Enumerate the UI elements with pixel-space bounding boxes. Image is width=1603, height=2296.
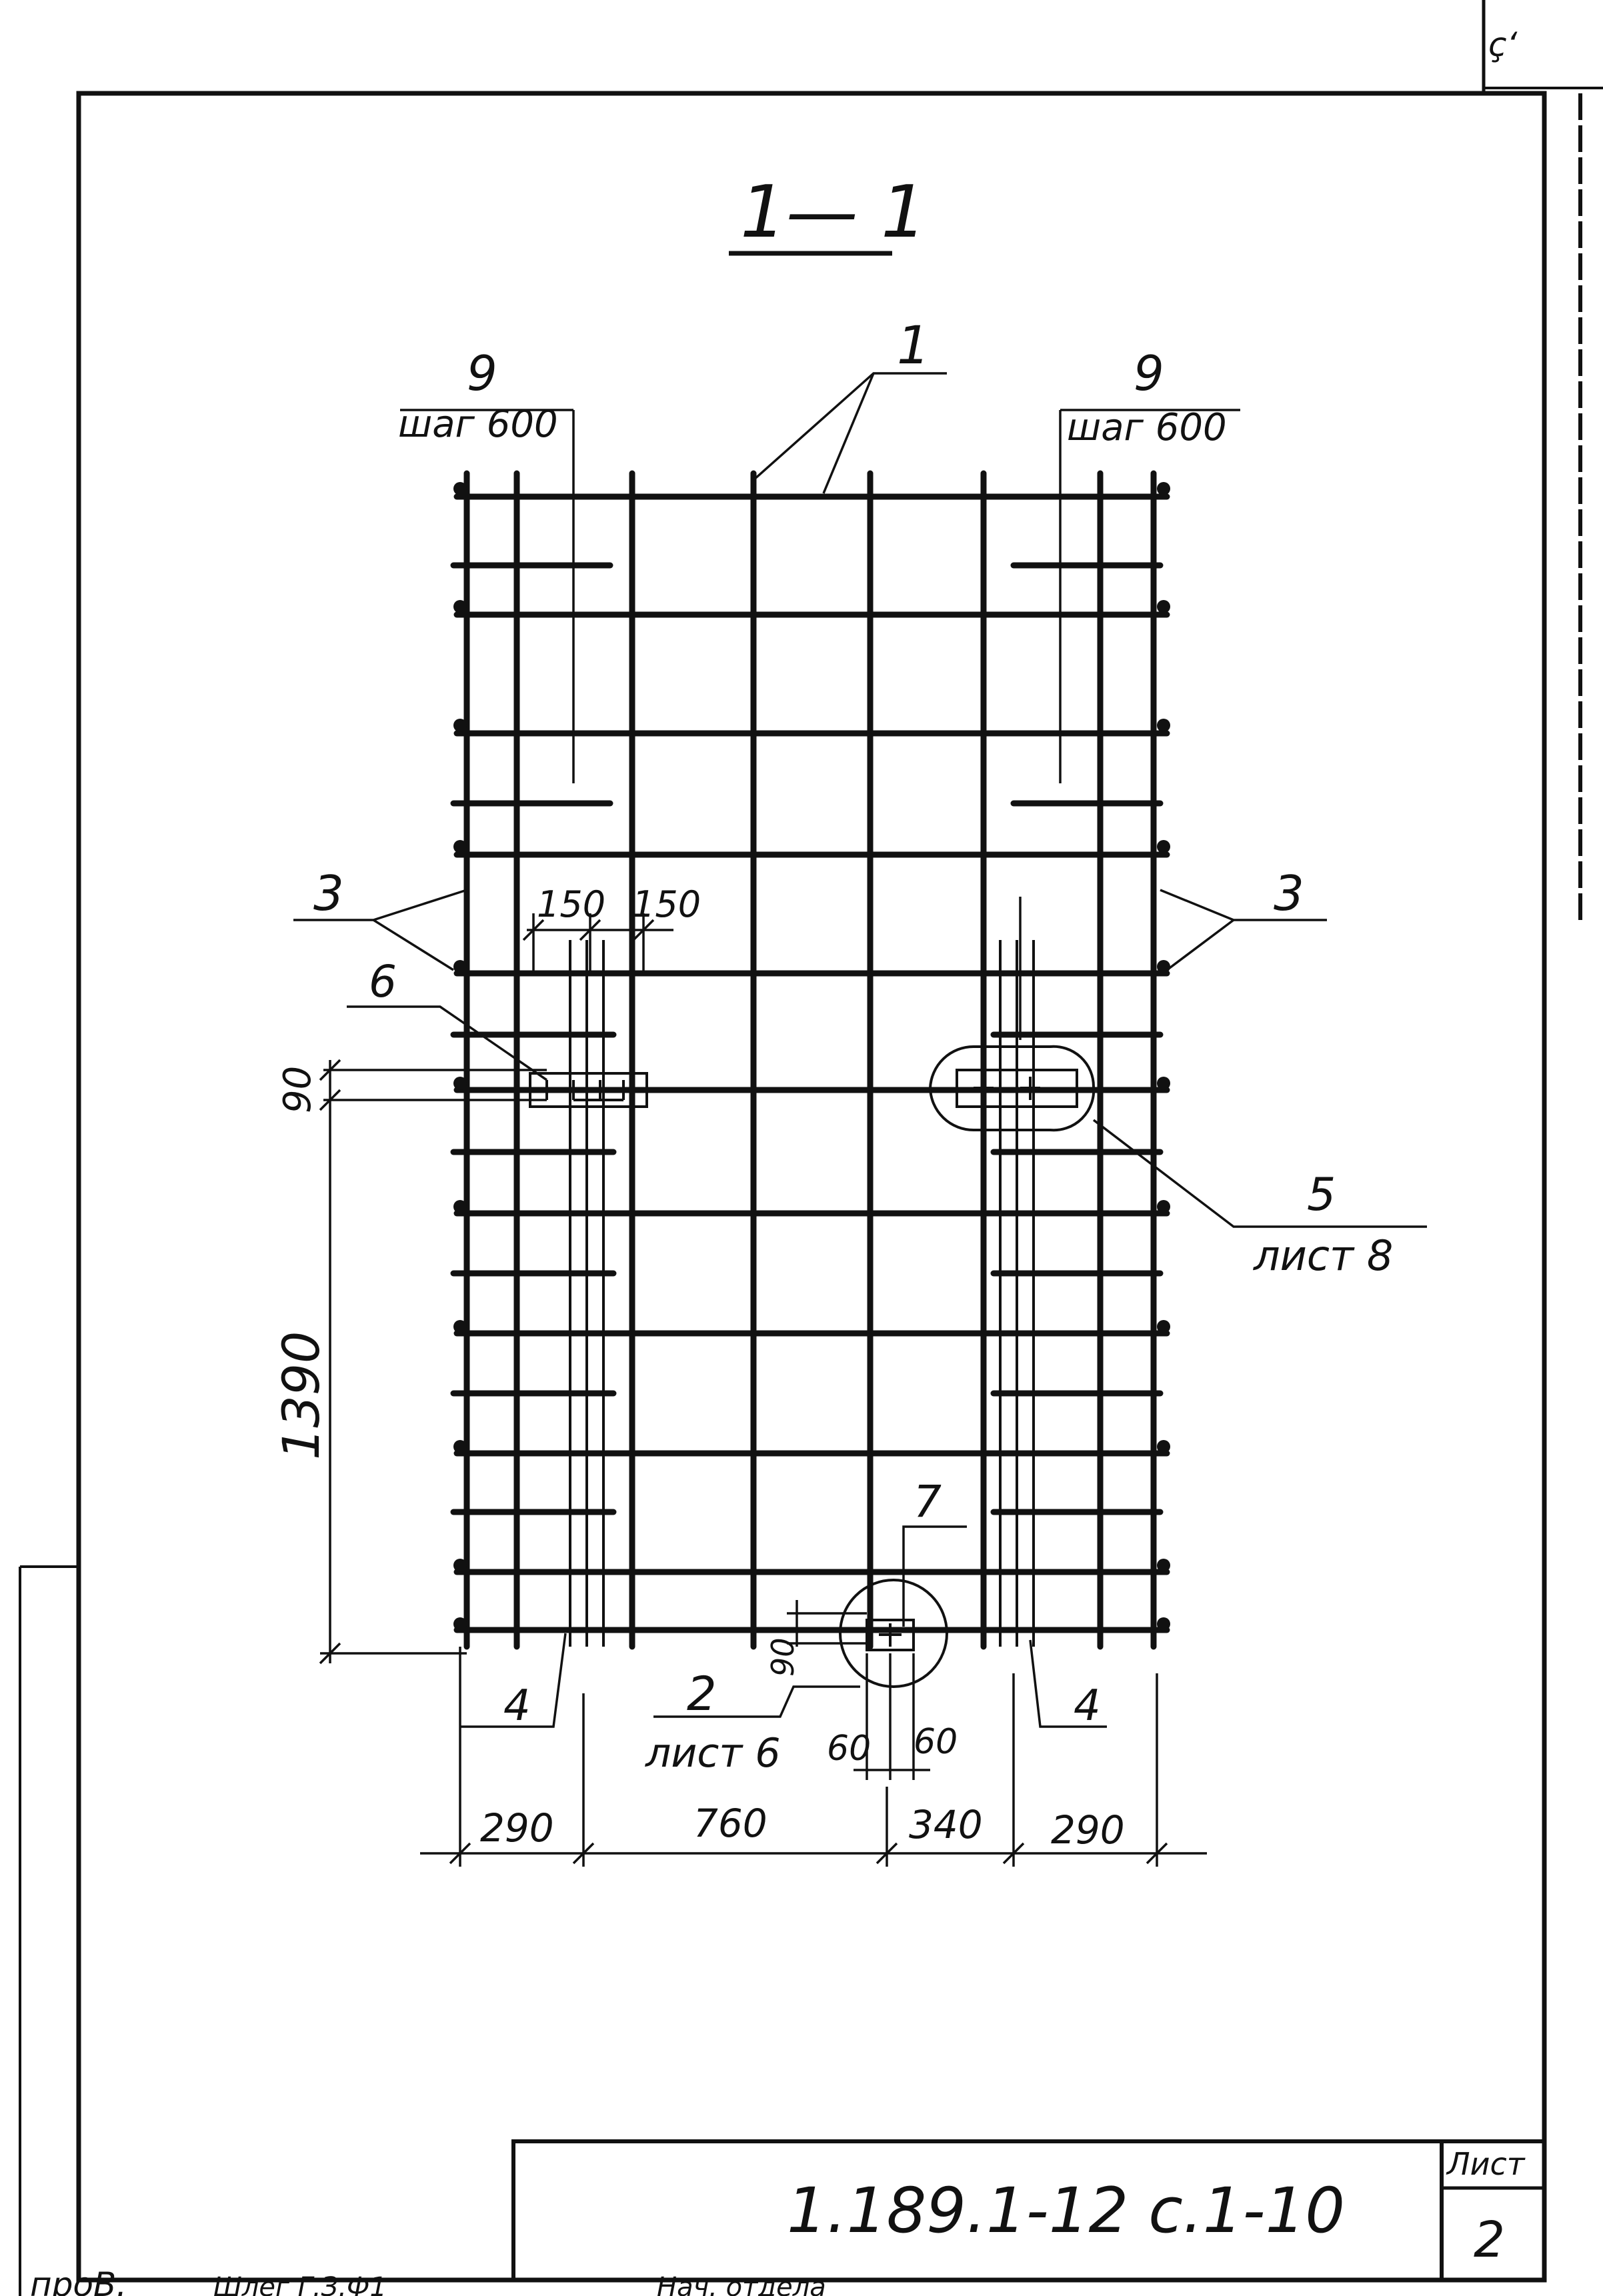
vertical-rebars (463, 470, 1157, 1650)
callout-labels: 1 9 шаг 600 9 шаг 600 3 3 6 5 лист 8 7 2… (313, 316, 1393, 1777)
dim-150-b: 150 (632, 883, 701, 925)
dim-290-right: 290 (1051, 1807, 1125, 1853)
dimension-lines (319, 913, 1207, 1867)
short-transverse-bars (450, 562, 1164, 1515)
callout-5-number: 5 (1307, 1169, 1336, 1221)
callout-2-number: 2 (687, 1667, 717, 1721)
embedded-plate-6 (529, 1072, 648, 1108)
drawing-frame (19, 0, 1603, 2296)
dim-90-bottom: 90 (765, 1637, 801, 1677)
horizontal-rebars (453, 493, 1170, 1633)
title-block (511, 2139, 1546, 2282)
callout-7: 7 (914, 1476, 942, 1527)
dim-150-a: 150 (537, 883, 605, 925)
sheet-label: Лист (1446, 2146, 1526, 2182)
callout-4-left: 4 (503, 1681, 531, 1731)
callout-9-right-step: шаг 600 (1067, 406, 1227, 449)
embedded-plate-5 (928, 1045, 1096, 1132)
dim-1390: 1390 (271, 1331, 331, 1460)
callout-3-right: 3 (1274, 865, 1304, 921)
callout-1: 1 (897, 316, 930, 376)
dim-60-a: 60 (827, 1729, 871, 1769)
callout-4-right: 4 (1074, 1681, 1101, 1731)
embedded-plate-7 (839, 1579, 948, 1688)
dim-90-left: 90 (276, 1066, 319, 1113)
dim-340: 340 (909, 1802, 983, 1847)
dim-60-b: 60 (914, 1722, 958, 1762)
dimension-labels: 150 150 90 1390 90 60 60 290 760 340 290 (271, 883, 1125, 1853)
callout-9-left-number: 9 (467, 345, 497, 401)
footer-left: проВ. (30, 2265, 127, 2296)
callout-3-left: 3 (313, 865, 344, 921)
dim-290-left: 290 (480, 1805, 554, 1851)
drawing-designation: 1.189.1-12 с.1-10 (787, 2175, 1345, 2247)
footer-middle: Шлег Г.З.Ф1 (213, 2272, 387, 2296)
callout-6: 6 (369, 956, 397, 1007)
section-title: 1— 1 (740, 171, 927, 254)
leader-lines (293, 372, 1427, 1728)
sheet-number: 2 (1474, 2211, 1505, 2269)
callout-5-sheet: лист 8 (1253, 1231, 1393, 1280)
rebar-dots (453, 482, 1170, 1631)
footer-right: Нач. отдела (657, 2272, 826, 2296)
callout-2-sheet: лист 6 (645, 1730, 781, 1777)
callout-9-left-step: шаг 600 (398, 403, 558, 446)
corner-mark: ç‘ (1488, 25, 1518, 64)
dim-760: 760 (693, 1801, 767, 1846)
callout-9-right-number: 9 (1134, 345, 1164, 401)
